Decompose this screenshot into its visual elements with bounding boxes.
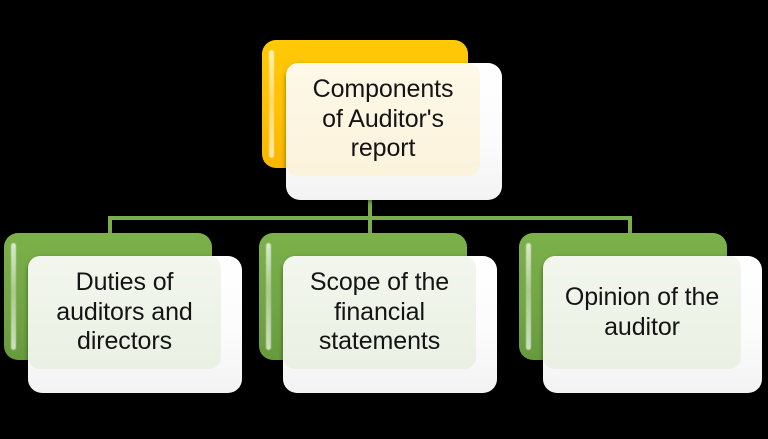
connector-drop-scope: [368, 216, 372, 242]
node-opinion-face[interactable]: Opinion of the auditor: [543, 256, 741, 369]
node-duties[interactable]: Duties of auditors and directors: [4, 233, 243, 393]
node-root-face[interactable]: Components of Auditor's report: [286, 63, 480, 176]
node-opinion-label: Opinion of the auditor: [564, 283, 720, 341]
connector-drop-opinion: [628, 216, 632, 242]
node-opinion[interactable]: Opinion of the auditor: [519, 233, 763, 393]
node-duties-face[interactable]: Duties of auditors and directors: [28, 256, 221, 369]
connector-drop-duties: [108, 216, 112, 242]
node-scope-label: Scope of the financial statements: [309, 268, 450, 356]
node-root-label: Components of Auditor's report: [312, 75, 454, 163]
node-duties-label: Duties of auditors and directors: [56, 268, 193, 356]
connector-root-stem: [368, 196, 372, 220]
node-scope[interactable]: Scope of the financial statements: [259, 233, 498, 393]
node-root[interactable]: Components of Auditor's report: [262, 40, 502, 200]
node-scope-face[interactable]: Scope of the financial statements: [283, 256, 476, 369]
